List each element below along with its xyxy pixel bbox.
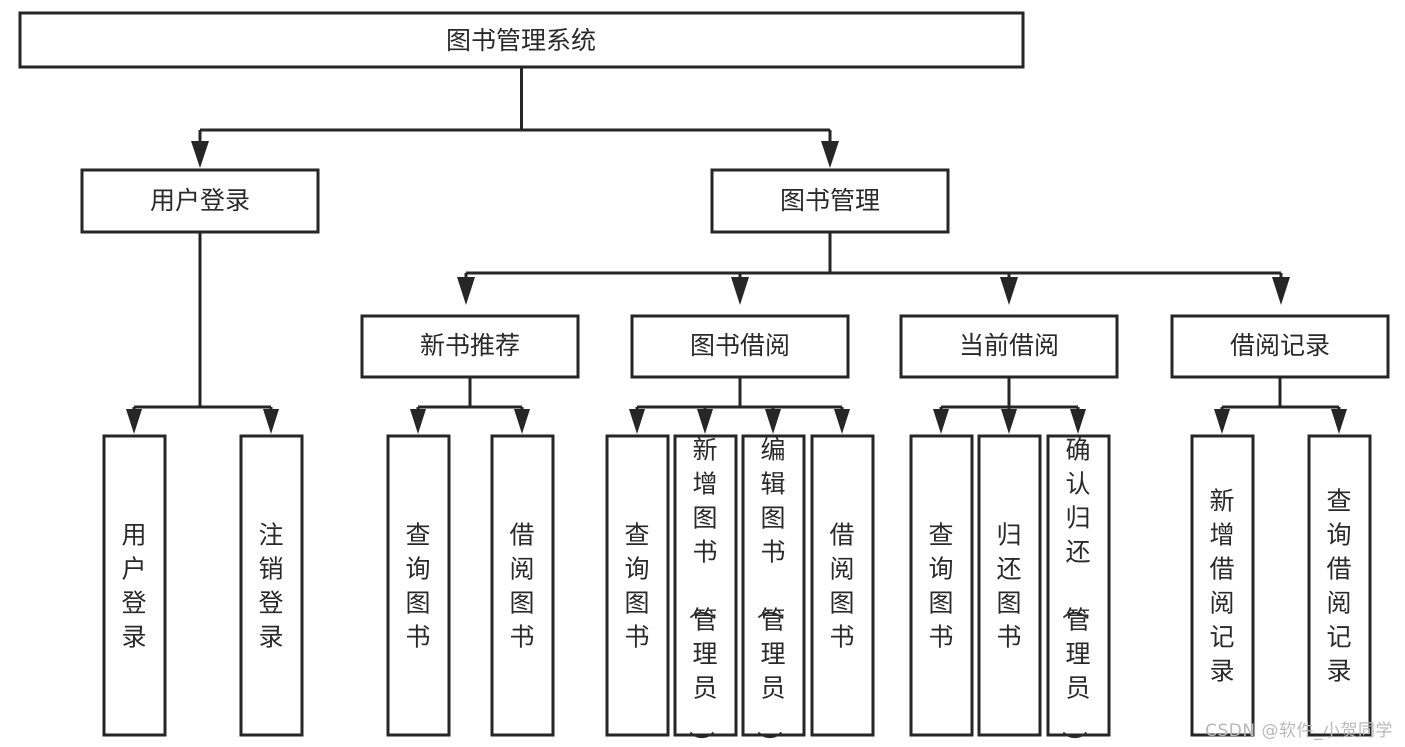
connector-layer [126,67,1347,434]
node-leaf-return-book[interactable]: 归还图书 [977,434,1042,737]
node-leaf-borrow-book-1-label: 借阅图书 [509,521,534,652]
arrowhead-leaf-borrow-book-2 [834,409,850,434]
node-leaf-add-record-box[interactable] [1190,434,1255,737]
node-leaf-query-record-label: 查询借阅记录 [1326,487,1351,686]
arrowhead-leaf-borrow-book-1 [514,409,530,434]
node-leaf-return-book-box[interactable] [977,434,1042,737]
node-book-borrow-label: 图书借阅 [690,331,790,360]
node-leaf-query-book-3[interactable]: 查询图书 [909,434,974,737]
node-user-login[interactable]: 用户登录 [80,168,320,234]
arrowhead-leaf-add-book [697,409,713,434]
node-new-book-rec-label: 新书推荐 [420,331,520,360]
node-leaf-query-book-2-box[interactable] [605,434,670,737]
node-leaf-borrow-book-2-label: 借阅图书 [829,521,854,652]
arrowhead-new-book-rec [457,277,475,305]
node-leaf-add-record-label: 新增借阅记录 [1209,487,1234,686]
node-leaf-logout-login[interactable]: 注销登录 [239,434,304,737]
node-leaf-confirm-return-box[interactable] [1046,434,1111,737]
node-borrow-record[interactable]: 借阅记录 [1170,314,1390,379]
node-user-login-label: 用户登录 [150,186,250,215]
node-leaf-query-record-box[interactable] [1307,434,1372,737]
node-leaf-edit-book[interactable]: 编辑图书（管理员） [741,434,806,747]
arrowhead-leaf-confirm-return [1070,409,1086,434]
node-leaf-query-book-2[interactable]: 查询图书 [605,434,670,737]
node-leaf-query-book-3-box[interactable] [909,434,974,737]
node-leaf-user-login[interactable]: 用户登录 [102,434,167,737]
node-leaf-add-book-label: 新增图书（管理员） [686,436,717,747]
node-leaf-query-record[interactable]: 查询借阅记录 [1307,434,1372,737]
arrowhead-bookmanage [821,141,839,168]
arrowhead-leaf-query-book-3 [933,409,949,434]
node-root-box[interactable] [18,11,1025,69]
node-leaf-return-book-label: 归还图书 [996,521,1021,652]
node-leaf-logout-login-label: 注销登录 [258,521,283,652]
node-leaf-borrow-book-2-box[interactable] [810,434,875,737]
arrowhead-leaf-query-book-2 [629,409,645,434]
node-leaf-query-book-3-label: 查询图书 [928,521,953,652]
arrowhead-leaf-query-record [1331,409,1347,434]
node-book-manage[interactable]: 图书管理 [710,168,950,234]
arrowhead-leaf-logout-login [263,409,279,434]
arrowhead-current-borrow [1000,277,1018,305]
node-current-borrow-label: 当前借阅 [959,331,1059,360]
node-root[interactable]: 图书管理系统 [18,11,1025,69]
arrowhead-book-borrow [731,277,749,305]
node-leaf-add-book[interactable]: 新增图书（管理员） [673,434,738,747]
node-borrow-record-label: 借阅记录 [1230,331,1330,360]
node-leaf-user-login-box[interactable] [102,434,167,737]
arrowhead-borrow-record [1272,277,1290,305]
node-leaf-borrow-book-2[interactable]: 借阅图书 [810,434,875,737]
node-book-borrow-box[interactable] [630,314,850,379]
node-root-label: 图书管理系统 [446,26,596,55]
node-borrow-record-box[interactable] [1170,314,1390,379]
node-book-manage-box[interactable] [710,168,950,234]
node-leaf-borrow-book-1[interactable]: 借阅图书 [490,434,555,737]
node-leaf-borrow-book-1-box[interactable] [490,434,555,737]
node-book-manage-label: 图书管理 [780,186,880,215]
arrowhead-leaf-return-book [1001,409,1017,434]
node-leaf-edit-book-box[interactable] [741,434,806,737]
node-leaf-user-login-label: 用户登录 [121,521,146,652]
node-current-borrow-box[interactable] [899,314,1119,379]
node-current-borrow[interactable]: 当前借阅 [899,314,1119,379]
node-new-book-rec-box[interactable] [360,314,580,379]
arrowhead-leaf-edit-book [765,409,781,434]
node-new-book-rec[interactable]: 新书推荐 [360,314,580,379]
arrowhead-userlogin [191,141,209,168]
node-leaf-query-book-1-label: 查询图书 [405,521,430,652]
node-leaf-add-book-box[interactable] [673,434,738,737]
node-leaf-logout-login-box[interactable] [239,434,304,737]
node-leaf-query-book-1[interactable]: 查询图书 [386,434,451,737]
node-user-login-box[interactable] [80,168,320,234]
arrowhead-leaf-add-record [1214,409,1230,434]
arrowhead-leaf-user-login [126,409,142,434]
node-leaf-query-book-2-label: 查询图书 [624,521,649,652]
node-leaf-confirm-return[interactable]: 确认归还（管理员） [1046,434,1111,747]
node-leaf-confirm-return-label: 确认归还（管理员） [1059,436,1090,747]
node-leaf-query-book-1-box[interactable] [386,434,451,737]
arrowhead-leaf-query-book-1 [410,409,426,434]
node-leaf-add-record[interactable]: 新增借阅记录 [1190,434,1255,737]
node-leaf-edit-book-label: 编辑图书（管理员） [754,436,785,747]
node-book-borrow[interactable]: 图书借阅 [630,314,850,379]
